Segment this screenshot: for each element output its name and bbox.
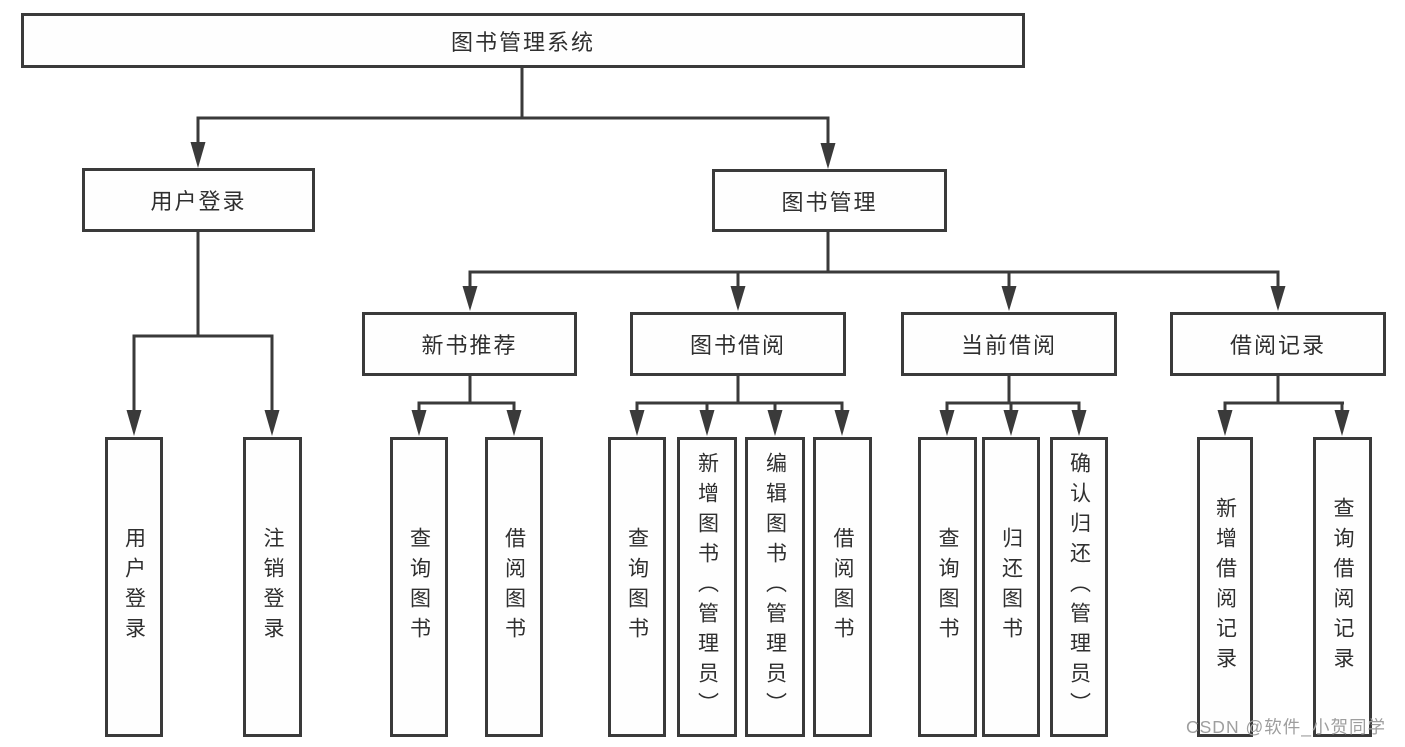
leaf-confirm-return-admin-label: 确认归还（管理员） xyxy=(1067,452,1091,722)
node-user-login: 用户登录 xyxy=(82,168,315,232)
csdn-watermark: CSDN @软件_小贺同学 xyxy=(1186,717,1386,737)
leaf-edit-books-admin: 编辑图书（管理员） xyxy=(745,437,805,737)
node-new-book-recommendation: 新书推荐 xyxy=(362,312,577,376)
leaf-borrow-books-label: 借阅图书 xyxy=(831,527,854,647)
leaf-confirm-return-admin: 确认归还（管理员） xyxy=(1050,437,1108,737)
leaf-return-books-label: 归还图书 xyxy=(999,527,1023,647)
node-borrowing-records-label: 借阅记录 xyxy=(1229,333,1326,358)
leaf-user-login-label: 用户登录 xyxy=(122,527,146,647)
leaf-borrow-books-recommend-label: 借阅图书 xyxy=(502,527,526,647)
node-book-management-label: 图书管理 xyxy=(781,189,878,215)
node-borrowing-records: 借阅记录 xyxy=(1170,312,1386,376)
node-current-borrowing: 当前借阅 xyxy=(901,312,1117,376)
leaf-borrow-books-recommend: 借阅图书 xyxy=(485,437,543,737)
node-book-borrowing-label: 图书借阅 xyxy=(689,333,786,358)
leaf-logout-label: 注销登录 xyxy=(261,527,284,647)
leaf-add-books-admin: 新增图书（管理员） xyxy=(677,437,737,737)
leaf-query-books-recommend: 查询图书 xyxy=(390,437,448,737)
leaf-add-borrow-record: 新增借阅记录 xyxy=(1197,437,1253,737)
node-user-login-label: 用户登录 xyxy=(150,189,247,214)
node-book-management: 图书管理 xyxy=(712,169,947,232)
node-current-borrowing-label: 当前借阅 xyxy=(960,333,1057,358)
leaf-query-books-recommend-label: 查询图书 xyxy=(407,527,431,647)
leaf-return-books: 归还图书 xyxy=(982,437,1040,737)
leaf-user-login: 用户登录 xyxy=(105,437,163,737)
leaf-query-books-borrowing-label: 查询图书 xyxy=(625,527,649,647)
leaf-edit-books-admin-label: 编辑图书（管理员） xyxy=(763,452,787,722)
leaf-query-borrow-record: 查询借阅记录 xyxy=(1313,437,1372,737)
leaf-query-borrow-record-label: 查询借阅记录 xyxy=(1331,497,1354,677)
arrowheads xyxy=(126,142,1350,436)
leaf-add-borrow-record-label: 新增借阅记录 xyxy=(1213,497,1237,677)
node-library-system-label: 图书管理系统 xyxy=(450,29,595,55)
leaf-borrow-books: 借阅图书 xyxy=(813,437,872,737)
node-library-system: 图书管理系统 xyxy=(21,13,1025,68)
node-book-borrowing: 图书借阅 xyxy=(630,312,846,376)
leaf-query-books-current-label: 查询图书 xyxy=(936,527,959,647)
leaf-add-books-admin-label: 新增图书（管理员） xyxy=(695,452,719,722)
leaf-query-books-current: 查询图书 xyxy=(918,437,977,737)
leaf-logout: 注销登录 xyxy=(243,437,302,737)
node-new-book-recommendation-label: 新书推荐 xyxy=(421,333,518,358)
leaf-query-books-borrowing: 查询图书 xyxy=(608,437,666,737)
